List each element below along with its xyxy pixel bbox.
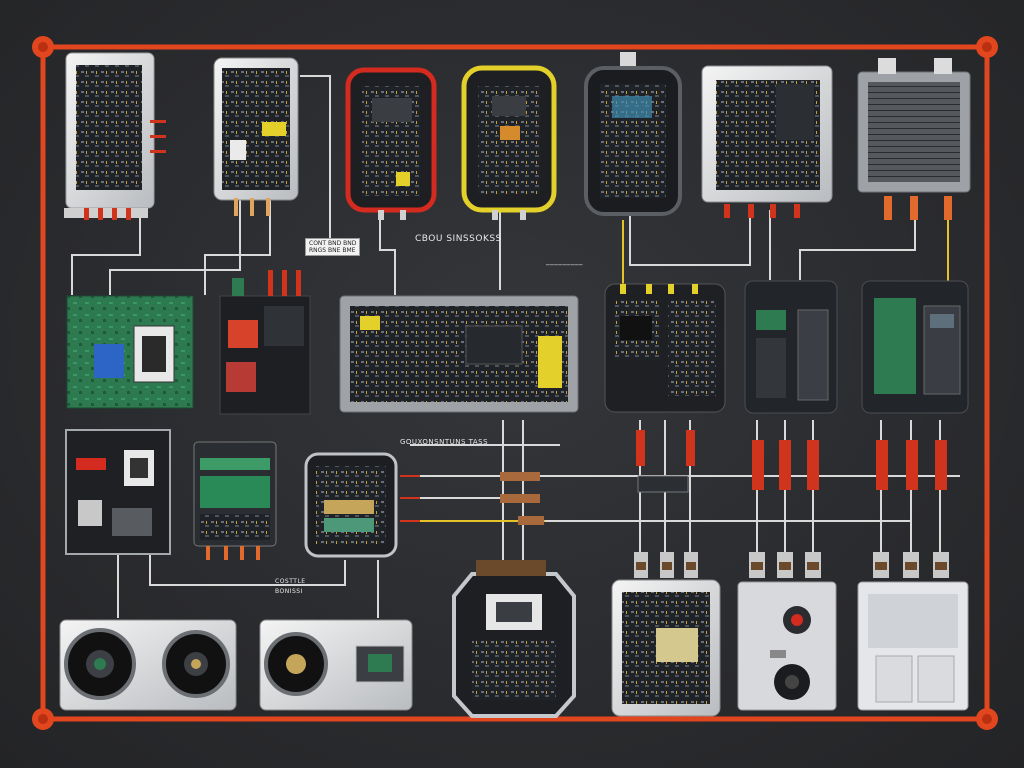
module-r1-1 (64, 52, 166, 220)
module-r2-6 (861, 280, 969, 414)
module-r2-3-mainboard (339, 295, 579, 413)
bottom-label-a: COSTTLE (275, 578, 306, 585)
mid-label: GOUXONSNTUNS TASS (400, 438, 489, 446)
module-r1-6 (701, 65, 833, 218)
orange-frame (32, 36, 998, 730)
bottom-label-b: BONISSI (275, 588, 303, 595)
module-r1-5-dark (584, 52, 682, 216)
module-r4-5 (737, 581, 837, 711)
module-r3-3 (304, 452, 398, 558)
wire-tag-left: CONT BND BND RNGS BNE BME (305, 238, 361, 256)
module-r4-4 (611, 579, 721, 717)
label-bar: ───────── (546, 262, 584, 269)
fuse-columns (634, 430, 949, 578)
module-r2-5 (744, 280, 838, 414)
module-r1-4-yellow (461, 65, 557, 220)
module-r1-3-red (345, 67, 437, 220)
speaker-panel-1 (59, 619, 237, 711)
panel-title-label: CBOU SINSSOKSS (415, 234, 502, 244)
module-r3-1 (65, 429, 171, 555)
module-r4-3 (452, 560, 576, 718)
module-r2-4 (604, 283, 726, 413)
module-r1-2 (213, 57, 299, 216)
module-r2-2-relay (219, 270, 311, 415)
module-r4-6 (857, 581, 969, 711)
red-wires (400, 475, 420, 522)
connector-blocks (500, 472, 689, 525)
speaker-panel-2 (259, 619, 413, 711)
module-r2-1-green (66, 295, 194, 409)
module-r1-7-vented (857, 58, 971, 220)
module-r3-2 (193, 441, 277, 560)
